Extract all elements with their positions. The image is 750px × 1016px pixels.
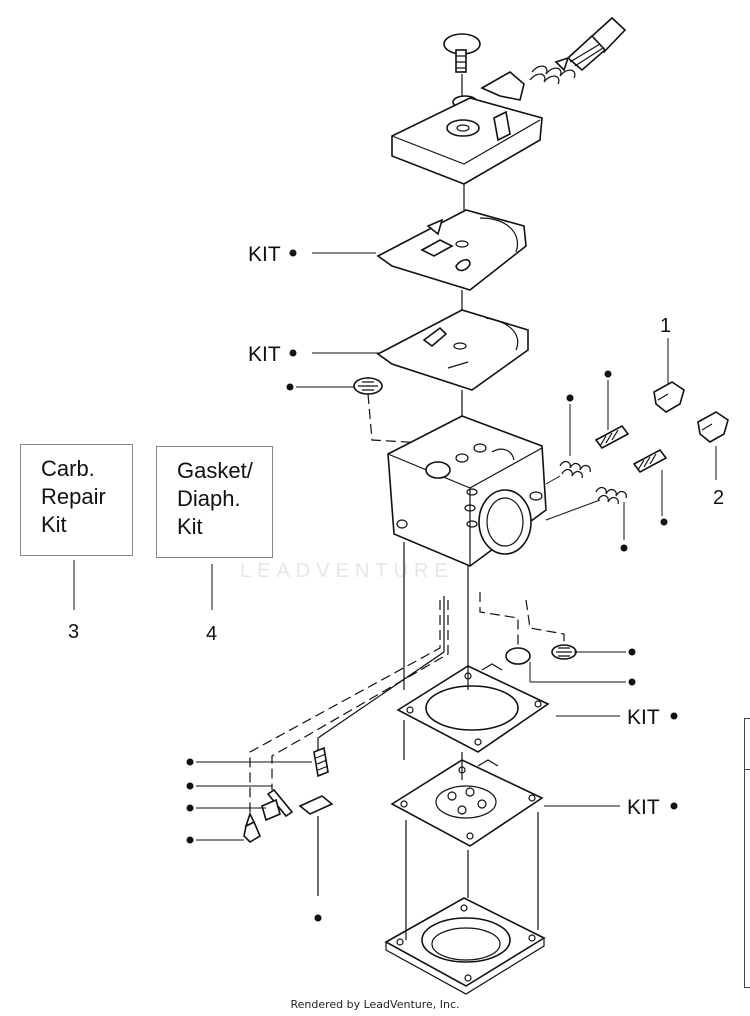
callout-number-3: 3 bbox=[68, 621, 79, 643]
kit-label-1: KIT bbox=[248, 243, 281, 266]
kit-box-line: Carb. bbox=[41, 456, 95, 481]
pump-cover bbox=[384, 897, 546, 995]
kit-box-line: Repair bbox=[41, 484, 106, 509]
metering-diaphragm bbox=[376, 209, 527, 312]
inlet-needle-assembly bbox=[243, 596, 449, 896]
limiter-caps bbox=[653, 381, 729, 443]
assembly-lines bbox=[403, 542, 539, 940]
carb-repair-kit-box: Carb. Repair Kit bbox=[20, 444, 133, 556]
adjustment-needles bbox=[545, 424, 668, 521]
callout-number-1: 1 bbox=[660, 315, 671, 337]
callout-number-2: 2 bbox=[713, 487, 724, 509]
callout-number-4: 4 bbox=[206, 623, 217, 645]
edge-frame bbox=[744, 718, 750, 988]
kit-label-3: KIT bbox=[627, 706, 660, 729]
kit-box-line: Gasket/ bbox=[177, 458, 253, 483]
kit-box-line: Diaph. bbox=[177, 486, 241, 511]
footer-credit: Rendered by LeadVenture, Inc. bbox=[290, 998, 460, 1011]
kit-label-2: KIT bbox=[248, 343, 281, 366]
gasket-diaph-kit-box: Gasket/ Diaph. Kit bbox=[156, 446, 273, 558]
watermark-text: LEADVENTURE bbox=[240, 560, 454, 582]
kit-label-4: KIT bbox=[627, 796, 660, 819]
idle-screw-assembly bbox=[443, 16, 627, 109]
carburetor-cover bbox=[391, 97, 543, 212]
carburetor-body bbox=[387, 415, 547, 567]
pump-diaphragm bbox=[390, 759, 544, 847]
leader-lines bbox=[73, 252, 717, 841]
metering-gasket bbox=[376, 309, 529, 420]
callout-dots bbox=[186, 249, 678, 922]
kit-box-line: Kit bbox=[41, 512, 67, 537]
pump-gasket bbox=[396, 663, 550, 753]
check-valve-discs bbox=[479, 592, 577, 665]
kit-box-line: Kit bbox=[177, 514, 203, 539]
